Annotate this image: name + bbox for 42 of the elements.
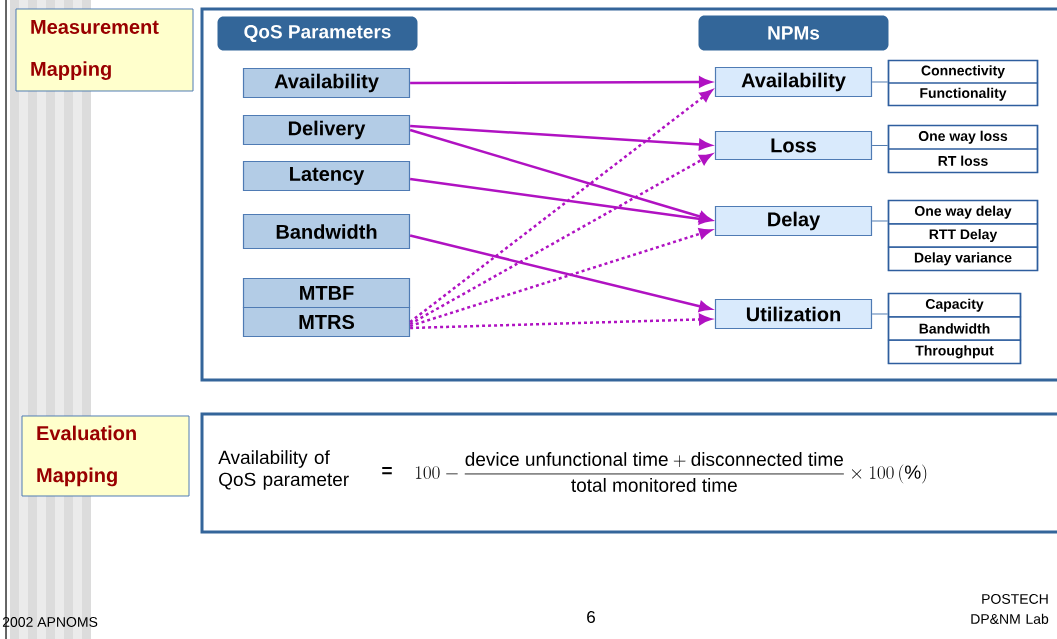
table-cell: Delay variance — [887, 246, 1039, 272]
footer-text: POSTECH DP&NM Lab — [971, 594, 1049, 624]
parameter-box: MTRS — [242, 306, 411, 338]
section-label-box: Measurement Mapping — [15, 8, 194, 92]
metric-box: Utilization — [714, 298, 873, 330]
table-cell: Functionality — [887, 82, 1039, 107]
arrow — [409, 177, 712, 225]
table-cell: Throughput — [887, 339, 1022, 365]
parameter-box: Latency — [242, 160, 411, 192]
footer-text: 2002 APNOMS — [2, 617, 98, 627]
formula-term: Availability of QoS parameter — [218, 450, 349, 490]
connector-line — [871, 145, 889, 146]
parameter-box: MTBF — [242, 277, 411, 309]
section-label-box: Evaluation Mapping — [21, 415, 190, 497]
header-tab: QoS Parameters — [217, 16, 418, 51]
table-cell: Capacity — [887, 292, 1022, 318]
arrow — [409, 228, 712, 328]
parameter-box: Bandwidth — [242, 213, 411, 250]
parameter-box: Availability — [242, 67, 411, 99]
metric-box: Delay — [714, 205, 873, 237]
connector-line — [871, 220, 889, 222]
arrow — [409, 234, 712, 312]
table-cell: One way loss — [887, 124, 1039, 150]
table-cell: One way delay — [887, 199, 1039, 225]
table-cell: RT loss — [887, 148, 1039, 174]
table-cell: Bandwidth — [887, 316, 1022, 341]
metric-box: Loss — [714, 130, 873, 161]
connector-line — [871, 313, 889, 315]
page-number: 6 — [587, 610, 595, 623]
panel-frame — [200, 7, 1057, 382]
formula: $100-\frac{\text{device unfunctional time}+\text{disconnected time}}{\text{total monitored time}}\times 100\,(\%)$ — [415, 452, 927, 492]
header-tab: NPMs — [698, 15, 889, 51]
arrow — [410, 76, 712, 88]
connector-line — [871, 81, 889, 83]
equals-sign: = — [382, 467, 392, 475]
metric-box: Availability — [714, 66, 873, 98]
table-cell: Connectivity — [887, 59, 1039, 84]
arrow — [409, 153, 712, 326]
table-cell: RTT Delay — [887, 223, 1039, 248]
arrow — [410, 313, 712, 330]
arrow — [409, 89, 713, 323]
parameter-box: Delivery — [242, 114, 411, 146]
